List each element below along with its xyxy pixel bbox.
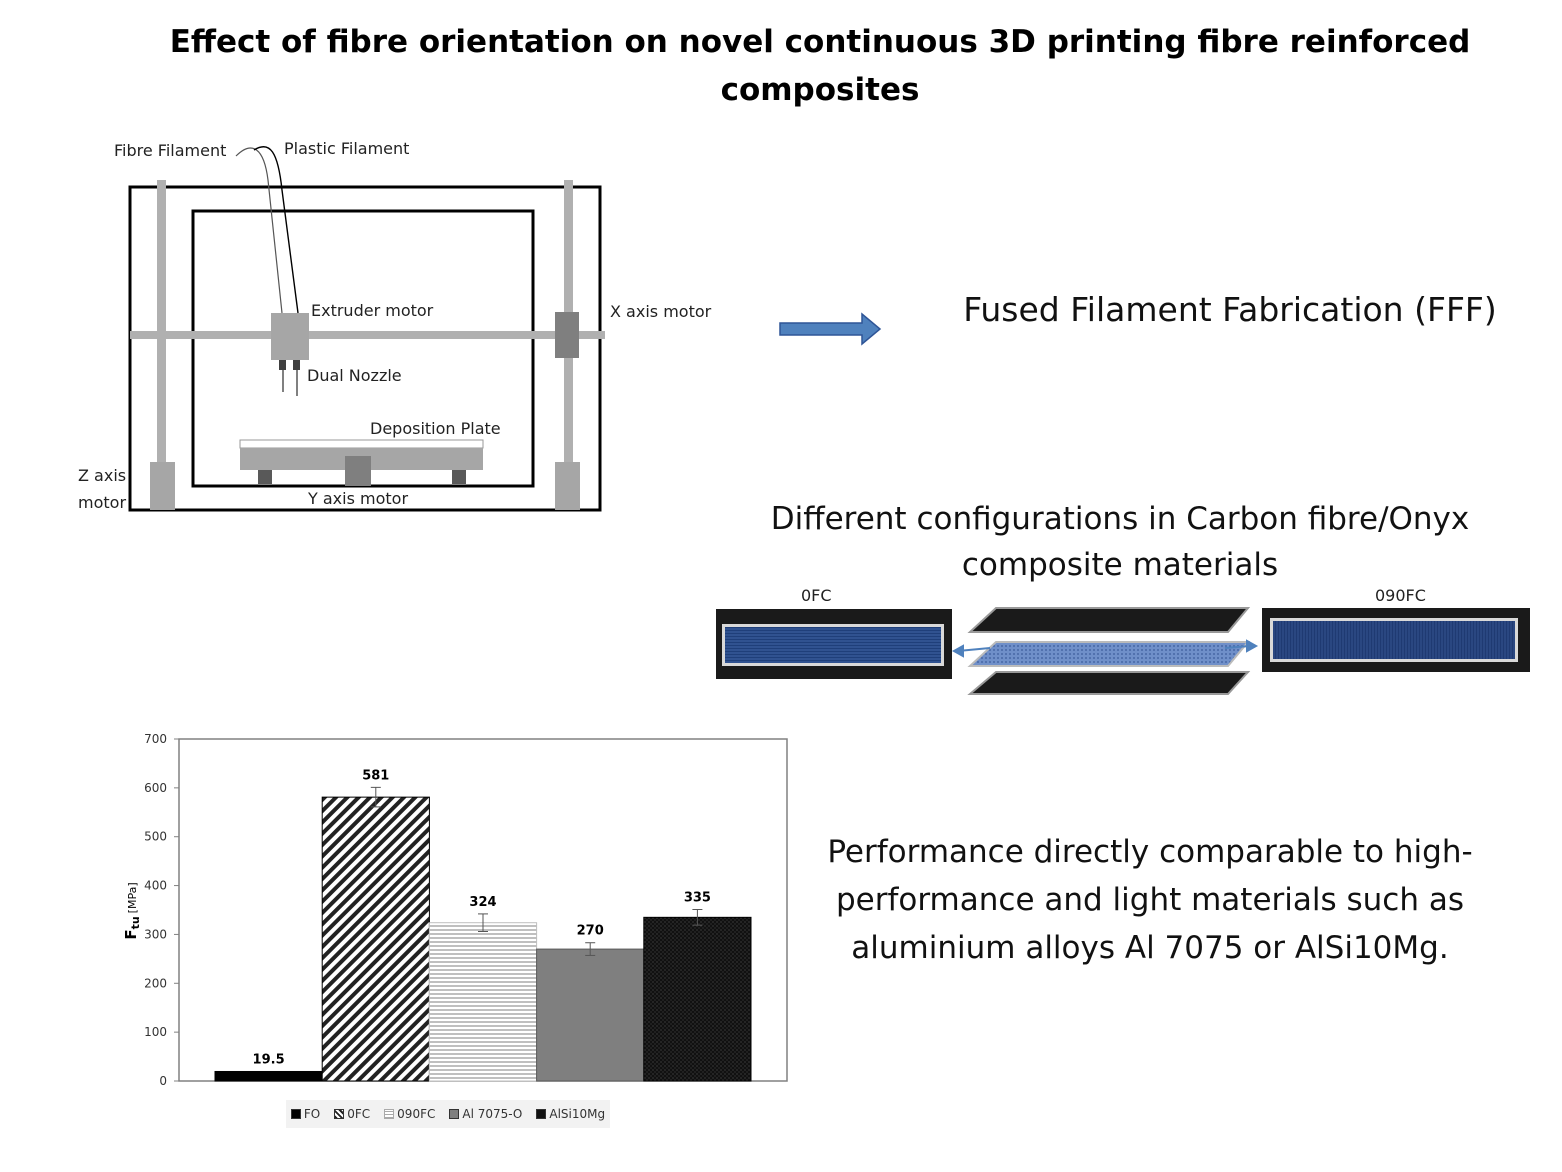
x-axis-rail [130, 331, 605, 339]
label-deposition-plate: Deposition Plate [370, 419, 501, 438]
nozzle-right [293, 360, 300, 370]
performance-text: Performance directly comparable to high-… [790, 828, 1510, 972]
fff-heading: Fused Filament Fabrication (FFF) [963, 290, 1497, 329]
legend-swatch [449, 1109, 460, 1119]
right-arrow-icon [779, 312, 882, 346]
legend-swatch [384, 1109, 395, 1119]
y-tick-label: 600 [144, 781, 167, 795]
fibre-filament-line [235, 147, 283, 314]
legend-item: AlSi10Mg [536, 1107, 605, 1121]
bars: 19.5 581 324 270 335 [214, 768, 752, 1082]
bar-fo [214, 1070, 323, 1082]
value-label: 19.5 [253, 1052, 285, 1067]
title-line-2: composites [720, 72, 920, 108]
y-tick-label: 100 [144, 1025, 167, 1039]
legend-label: 090FC [397, 1107, 436, 1121]
value-label: 581 [362, 768, 389, 783]
x-axis-motor-block [555, 312, 579, 358]
label-plastic-filament: Plastic Filament [284, 139, 409, 158]
y-tick-label: 500 [144, 830, 167, 844]
chart-legend: FO 0FC 090FC Al 7075-O AlSi10Mg [286, 1100, 610, 1128]
label-090fc: 090FC [1375, 586, 1426, 605]
label-dual-nozzle: Dual Nozzle [307, 366, 402, 385]
y-tick-label: 0 [159, 1074, 167, 1088]
y-axis-label-unit: [MPa] [126, 882, 139, 913]
y-axis-motor-block [345, 456, 371, 486]
legend-item: Al 7075-O [449, 1107, 522, 1121]
layer-stack [967, 607, 1251, 695]
legend-label: 0FC [347, 1107, 371, 1121]
direction-arrows [951, 639, 1259, 658]
title-line-1: Effect of fibre orientation on novel con… [169, 24, 1471, 60]
value-label: 335 [684, 891, 711, 906]
left-z-motor [150, 462, 175, 510]
legend-swatch [290, 1109, 301, 1119]
perf-line-1: Performance directly comparable to high- [827, 834, 1473, 870]
printer-diagram: Fibre Filament Plastic Filament Extruder… [78, 139, 712, 512]
bar-090fc [428, 922, 538, 1082]
label-0fc: 0FC [801, 586, 832, 605]
y-tick-label: 200 [144, 976, 167, 990]
label-fibre-filament: Fibre Filament [114, 141, 226, 160]
config-line-2: composite materials [961, 547, 1279, 583]
legend-label: AlSi10Mg [549, 1107, 606, 1121]
label-motor: motor [78, 493, 126, 512]
bar-al-7075-o [536, 948, 645, 1082]
y-axis-label-main: F [122, 929, 140, 939]
y-tick-label: 400 [144, 879, 167, 893]
y-axis: 0 100 200 300 400 500 600 700 [144, 732, 179, 1088]
y-tick-label: 700 [144, 732, 167, 746]
legend-item: FO [290, 1107, 321, 1121]
plate-foot-right [452, 470, 466, 484]
legend-item: 090FC [384, 1107, 435, 1121]
bar-0fc [321, 796, 430, 1082]
legend-swatch [536, 1109, 547, 1119]
bar-alsi10mg [643, 916, 752, 1082]
nozzle-left [279, 360, 286, 370]
config-line-1: Different configurations in Carbon fibre… [770, 501, 1470, 537]
y-tick-label: 300 [144, 927, 167, 941]
outer-frame [128, 185, 602, 512]
config-images: 0FC 090FC [716, 586, 1530, 695]
label-x-axis-motor: X axis motor [610, 302, 712, 321]
deposition-plate-top [239, 439, 484, 449]
config-heading: Different configurations in Carbon fibre… [740, 496, 1500, 588]
legend-label: Al 7075-O [462, 1107, 523, 1121]
value-label: 324 [469, 895, 496, 910]
legend-swatch [334, 1109, 345, 1119]
perf-line-2: performance and light materials such as [835, 882, 1464, 918]
page-title: Effect of fibre orientation on novel con… [120, 18, 1520, 114]
perf-line-3: aluminium alloys Al 7075 or AlSi10Mg. [851, 930, 1449, 966]
left-z-rod [157, 180, 166, 468]
legend-item: 0FC [334, 1107, 370, 1121]
y-axis-label: Ftu [MPa] [122, 882, 142, 939]
label-z-axis: Z axis [78, 466, 126, 485]
label-extruder-motor: Extruder motor [311, 301, 434, 320]
y-axis-label-sub: tu [129, 916, 142, 929]
legend-label: FO [303, 1107, 321, 1121]
plastic-filament-line [253, 145, 299, 314]
right-z-motor [555, 462, 580, 510]
label-y-axis-motor: Y axis motor [307, 489, 408, 508]
value-label: 270 [577, 924, 604, 939]
extruder-block [271, 313, 309, 360]
plate-foot-left [258, 470, 272, 484]
